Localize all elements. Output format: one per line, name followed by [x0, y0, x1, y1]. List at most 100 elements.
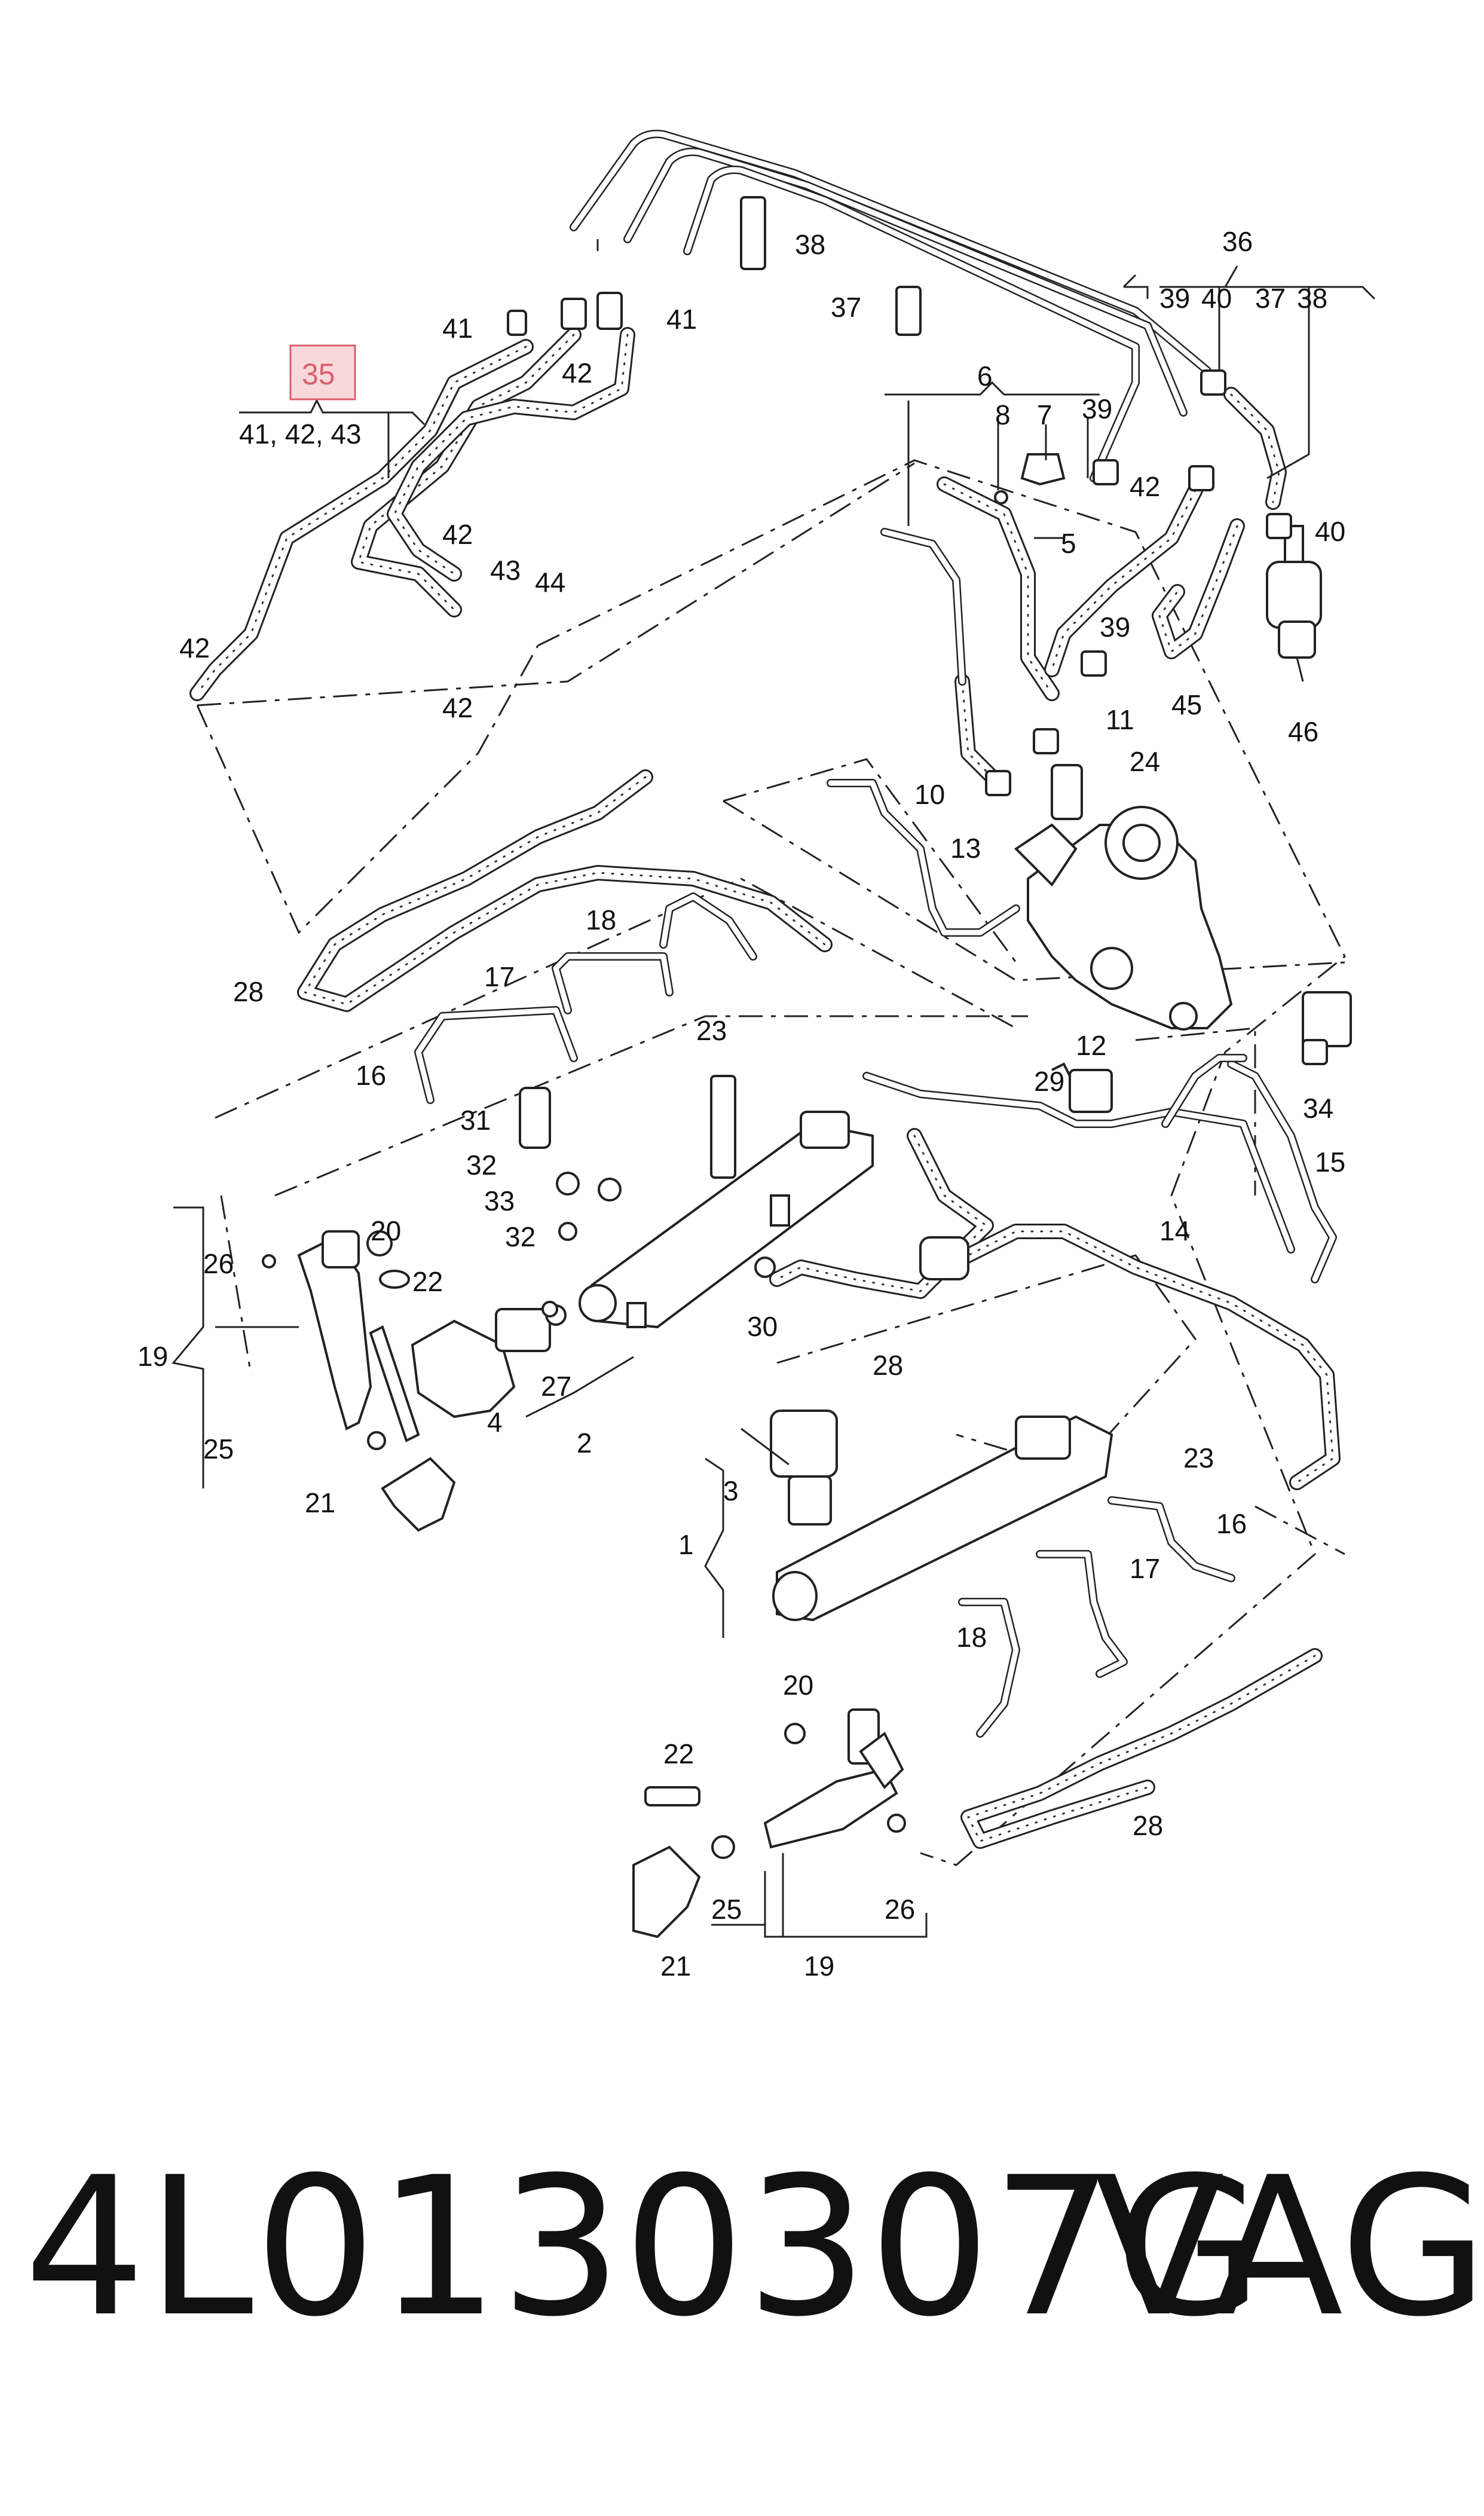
callout-18: 18 — [956, 1622, 987, 1653]
injector-lines-lower — [958, 1496, 1235, 1738]
callout-8: 8 — [995, 399, 1011, 430]
hose-filter — [919, 1236, 969, 1280]
pressure-regulator-46 — [1266, 525, 1322, 682]
callout-37: 37 — [831, 292, 861, 323]
callout-46: 46 — [1288, 716, 1318, 747]
callout-43: 43 — [490, 555, 521, 586]
callout-7: 7 — [1037, 399, 1052, 430]
pressure-valve-4 — [411, 1304, 567, 1419]
injector-lines-upper — [414, 892, 1337, 1283]
callout-22: 22 — [412, 1266, 443, 1297]
brackets-top — [507, 196, 1292, 796]
brand-name: VAG — [1094, 2136, 1484, 2359]
callout-38: 38 — [795, 229, 825, 260]
highlight-box — [289, 344, 356, 401]
callout-26: 26 — [203, 1248, 234, 1279]
guide-line — [215, 878, 1017, 1119]
callout-20: 20 — [371, 1215, 401, 1246]
guide-line — [537, 459, 1346, 1866]
callout-42: 42 — [442, 519, 473, 550]
callout-42: 42 — [562, 357, 592, 389]
fuel-rail-2 — [579, 1111, 874, 1329]
bracket-38 — [740, 196, 766, 270]
callout-36: 36 — [1222, 226, 1253, 257]
callout-32: 32 — [466, 1150, 497, 1181]
guide-line — [723, 800, 1345, 982]
callout-28: 28 — [233, 976, 264, 1007]
callout-38: 38 — [1297, 283, 1327, 314]
callout-30: 30 — [747, 1311, 778, 1342]
callout-33: 33 — [484, 1185, 515, 1216]
guide-line — [1135, 1027, 1256, 1196]
right-hoses — [937, 387, 1287, 785]
callout-41: 41 — [442, 313, 473, 344]
callout-labels: 36 39 40 37 38 38 37 41 41 42 42 42 42 4… — [137, 226, 1345, 1982]
callout-29: 29 — [1034, 1066, 1064, 1097]
clamp-21-upper — [381, 1457, 456, 1532]
highlight-label: 35 — [302, 357, 335, 391]
callout-39: 39 — [1082, 393, 1112, 424]
clamp-21-lower — [632, 1845, 701, 1939]
callout-45: 45 — [1171, 689, 1202, 720]
callout-28: 28 — [1133, 1810, 1163, 1841]
guide-line — [220, 1195, 252, 1375]
callout-25: 25 — [203, 1433, 234, 1465]
callout-21: 21 — [660, 1951, 691, 1982]
callout-40: 40 — [1201, 283, 1232, 314]
callout-19: 19 — [137, 1341, 168, 1372]
hose-28-lower — [960, 1648, 1323, 1849]
pipe-5 — [880, 528, 966, 686]
callout-24: 24 — [1130, 746, 1160, 777]
screws-upper — [369, 1075, 736, 1442]
callout-19: 19 — [804, 1951, 834, 1982]
callout-42: 42 — [442, 692, 473, 723]
injector-19-upper — [297, 1230, 410, 1430]
callout-31: 31 — [460, 1105, 491, 1136]
clamp-12 — [1051, 1062, 1113, 1113]
callout-17: 17 — [1130, 1553, 1160, 1584]
callout-17: 17 — [484, 961, 515, 992]
callout-6: 6 — [977, 360, 993, 392]
callout-12: 12 — [1076, 1030, 1106, 1061]
callout-16: 16 — [1216, 1508, 1247, 1539]
callout-3: 3 — [723, 1475, 739, 1506]
callout-44: 44 — [535, 567, 565, 598]
callout-22: 22 — [663, 1738, 694, 1769]
leader-lines — [172, 239, 1376, 1938]
callout-2: 2 — [577, 1427, 592, 1459]
callout-23: 23 — [1183, 1442, 1214, 1473]
injector-19-lower — [763, 1708, 904, 1849]
callout-5: 5 — [1061, 528, 1076, 559]
guide-line — [723, 758, 1017, 963]
callout-42: 42 — [1130, 471, 1160, 502]
callout-10: 10 — [914, 779, 945, 810]
callout-26: 26 — [885, 1894, 915, 1925]
callout-28: 28 — [873, 1350, 903, 1381]
callout-21: 21 — [305, 1487, 335, 1518]
guide-line — [1254, 1505, 1345, 1555]
callout-37: 37 — [1255, 283, 1286, 314]
callout-42: 42 — [179, 632, 210, 664]
callout-40: 40 — [1315, 516, 1345, 547]
callout-39: 39 — [1100, 612, 1130, 643]
callout-20: 20 — [783, 1670, 813, 1701]
top-pipe-bundle — [570, 130, 1211, 482]
high-pressure-pump-24 — [1014, 764, 1233, 1031]
part-number: 4L0130307G — [24, 2136, 1264, 2359]
callout-16: 16 — [356, 1060, 386, 1091]
callout-13: 13 — [950, 833, 981, 864]
clip-37 — [895, 286, 922, 336]
callout-11: 11 — [1106, 704, 1134, 735]
callout-23: 23 — [696, 1015, 727, 1046]
sensor-7 — [994, 453, 1066, 505]
pressure-sensor-3 — [770, 1410, 838, 1526]
callout-39: 39 — [1159, 283, 1190, 314]
hose-group-35 — [189, 327, 635, 701]
guide-line — [776, 1254, 1197, 1472]
callout-14: 14 — [1159, 1215, 1190, 1246]
callout-1: 1 — [678, 1529, 694, 1560]
bracket-34 — [1302, 991, 1352, 1065]
callout-18: 18 — [586, 904, 616, 936]
callout-41: 41 — [666, 304, 697, 335]
guide-line — [197, 462, 915, 707]
